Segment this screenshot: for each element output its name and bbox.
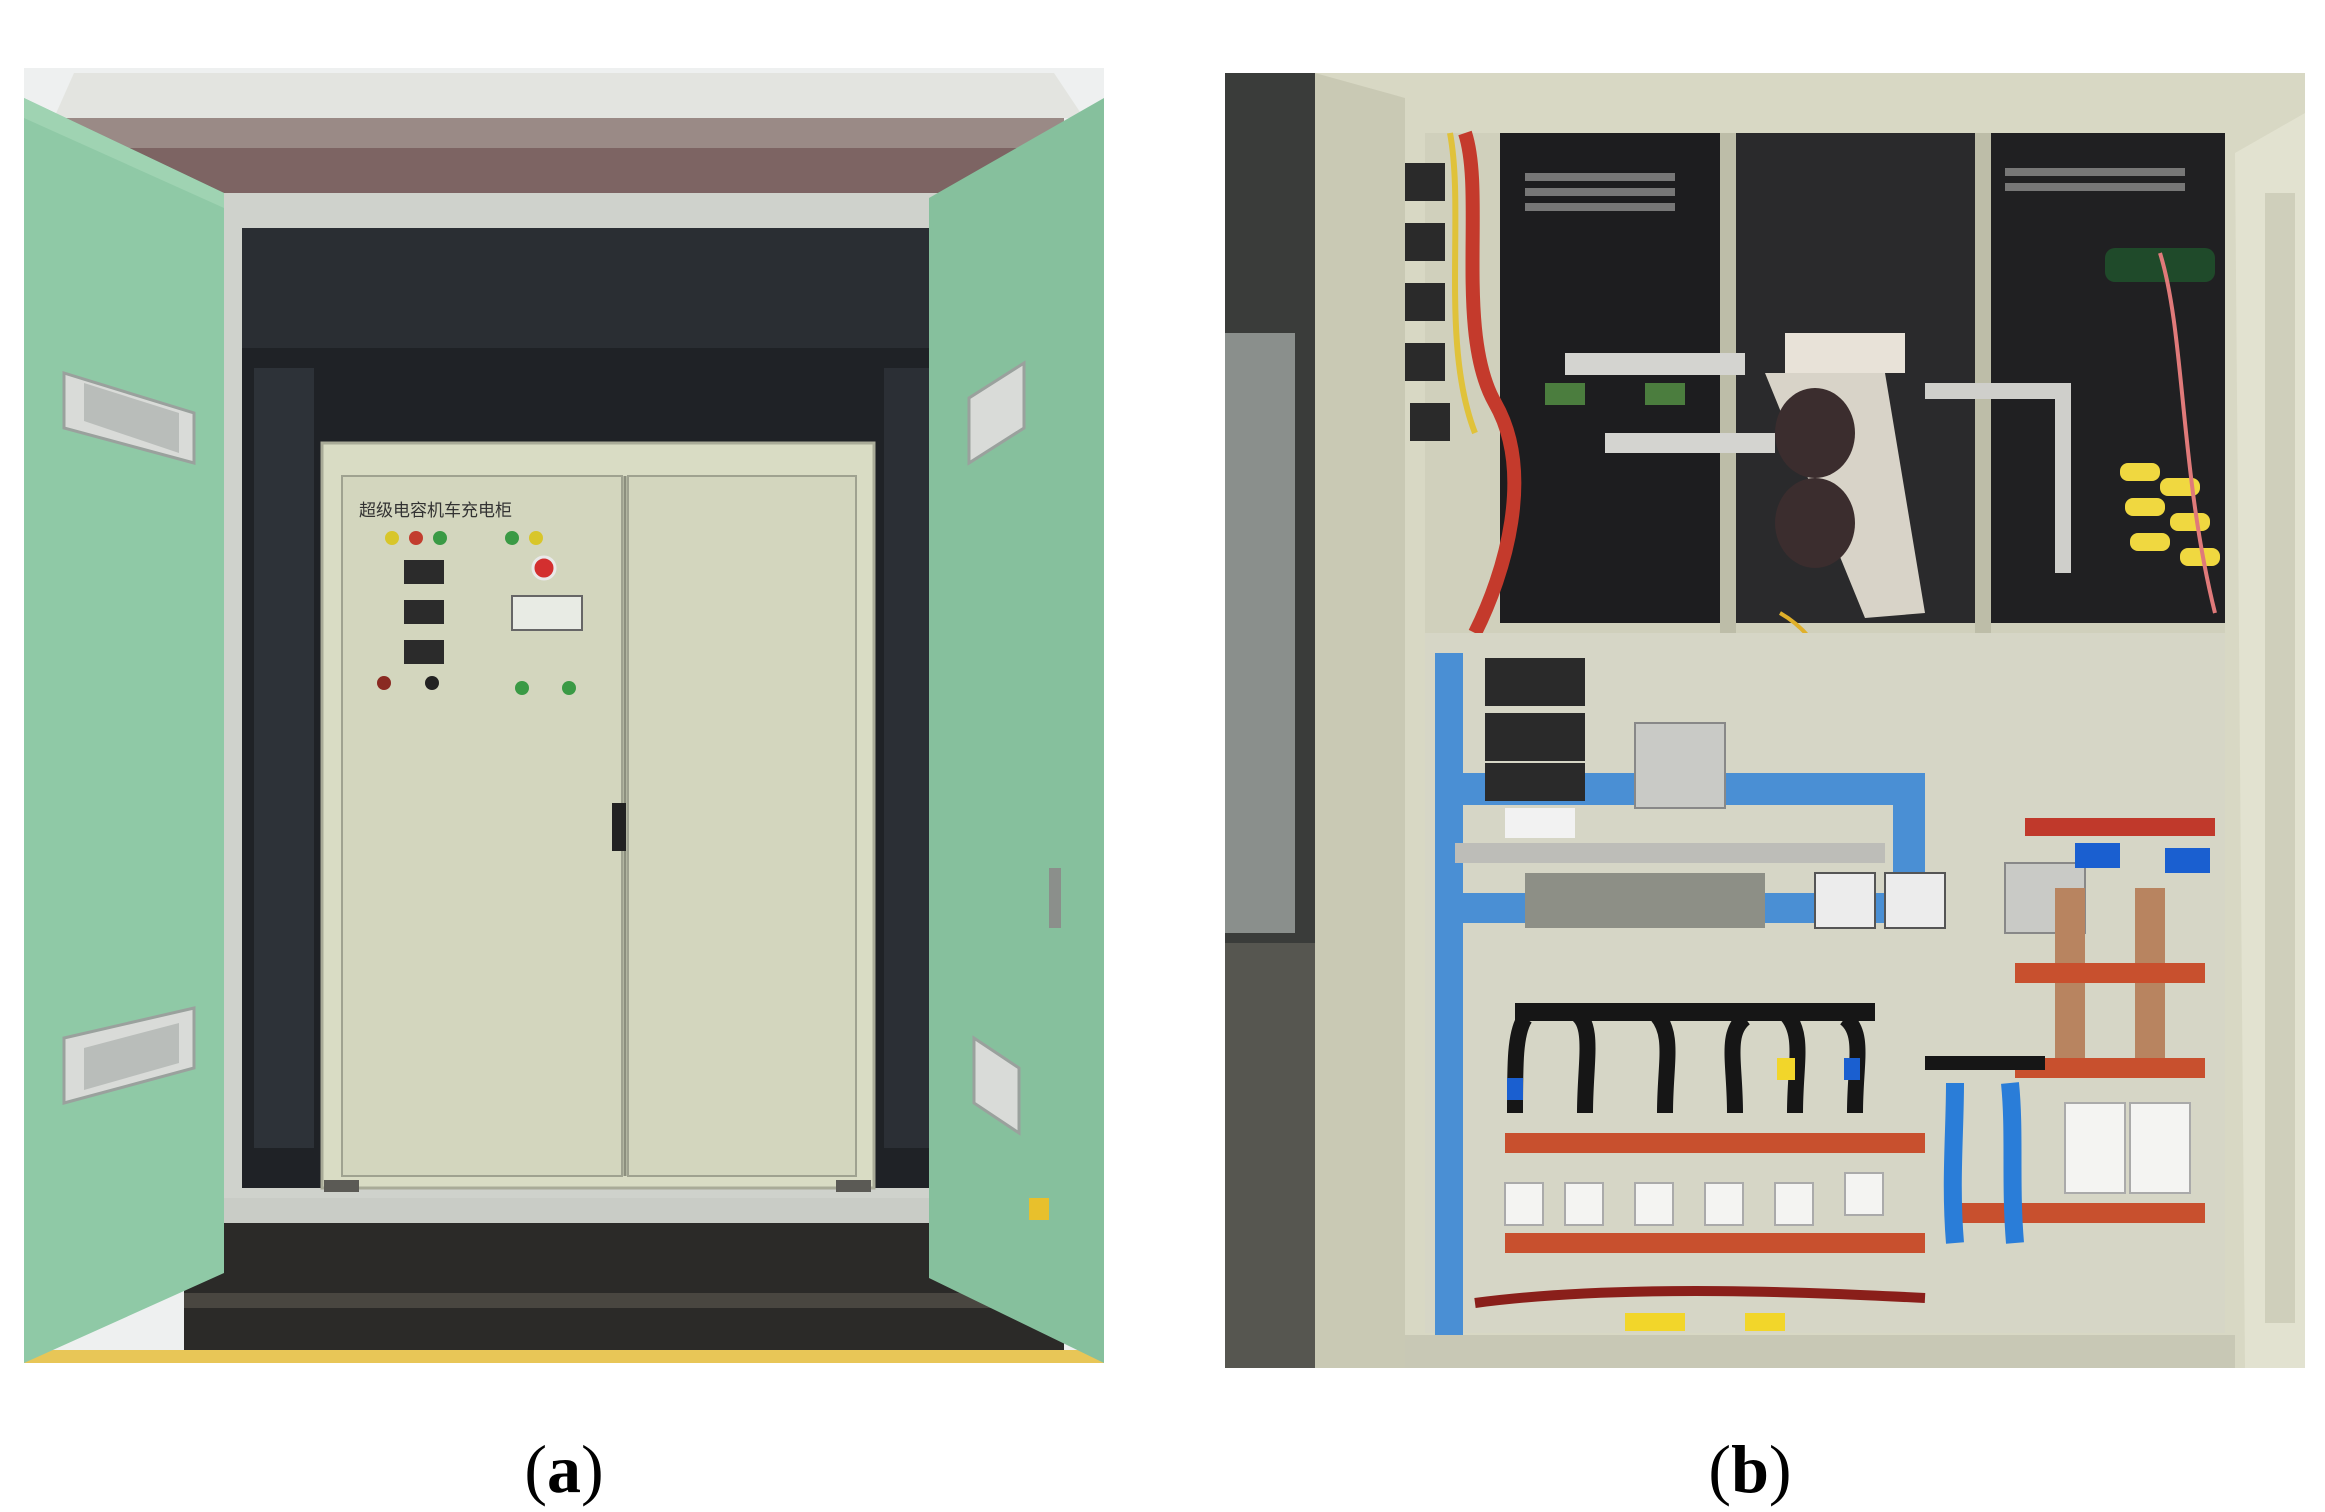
cabinet-label: 超级电容机车充电柜 bbox=[359, 501, 512, 521]
caption-b-open: ( bbox=[1708, 1431, 1732, 1507]
caption-a-close: ) bbox=[581, 1431, 604, 1507]
caption-b-letter: b bbox=[1731, 1431, 1769, 1507]
caption-b: (b) bbox=[1650, 1435, 1850, 1503]
caption-a-letter: a bbox=[547, 1431, 581, 1507]
caption-a-open: ( bbox=[524, 1431, 547, 1507]
caption-b-close: ) bbox=[1768, 1431, 1792, 1507]
photo-panel-b bbox=[1225, 73, 2305, 1368]
caption-a: (a) bbox=[464, 1435, 664, 1503]
photo-panel-a: 超级电容机车充电柜 bbox=[24, 68, 1104, 1363]
